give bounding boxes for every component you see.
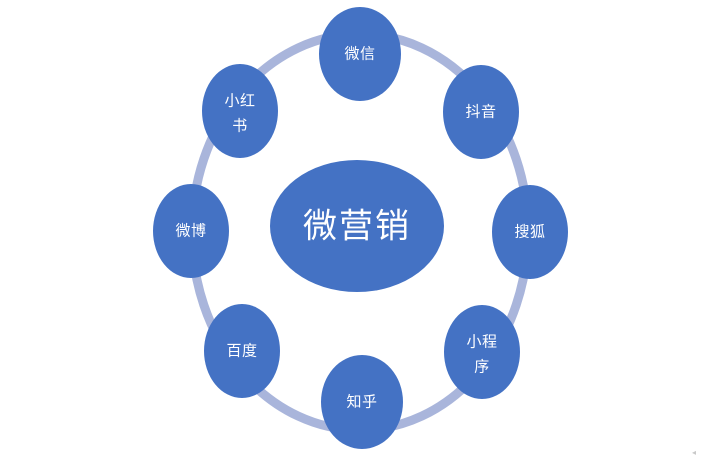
node-label-douyin: 抖音: [465, 103, 496, 121]
node-baidu[interactable]: 百度: [204, 304, 280, 398]
node-label-miniprogram-line2: 序: [474, 358, 490, 376]
hub-shape[interactable]: [270, 160, 444, 292]
node-label-baidu: 百度: [226, 342, 257, 360]
node-shape-wechat[interactable]: [319, 7, 401, 101]
hub-node[interactable]: 微营销: [270, 160, 444, 292]
node-shape-weibo[interactable]: [153, 184, 229, 278]
node-shape-baidu[interactable]: [204, 304, 280, 398]
node-weibo[interactable]: 微博: [153, 184, 229, 278]
node-shape-douyin[interactable]: [443, 65, 519, 159]
node-shape-xiaohongshu[interactable]: [202, 64, 278, 158]
hub-label: 微营销: [303, 207, 411, 247]
node-miniprogram[interactable]: 小程 序: [444, 305, 520, 399]
node-label-zhihu: 知乎: [346, 393, 377, 411]
node-label-miniprogram-line1: 小程: [466, 333, 497, 351]
node-wechat[interactable]: 微信: [319, 7, 401, 101]
node-label-xiaohongshu-line1: 小红: [224, 92, 255, 110]
node-shape-zhihu[interactable]: [321, 355, 403, 449]
node-shape-miniprogram[interactable]: [444, 305, 520, 399]
corner-mark: ◂: [691, 448, 696, 457]
node-label-weibo: 微博: [175, 222, 206, 240]
node-label-xiaohongshu-line2: 书: [232, 117, 248, 135]
node-shape-sohu[interactable]: [492, 185, 568, 279]
node-xiaohongshu[interactable]: 小红 书: [202, 64, 278, 158]
node-sohu[interactable]: 搜狐: [492, 185, 568, 279]
node-zhihu[interactable]: 知乎: [321, 355, 403, 449]
node-douyin[interactable]: 抖音: [443, 65, 519, 159]
node-label-wechat: 微信: [344, 45, 375, 63]
node-label-sohu: 搜狐: [514, 223, 545, 241]
